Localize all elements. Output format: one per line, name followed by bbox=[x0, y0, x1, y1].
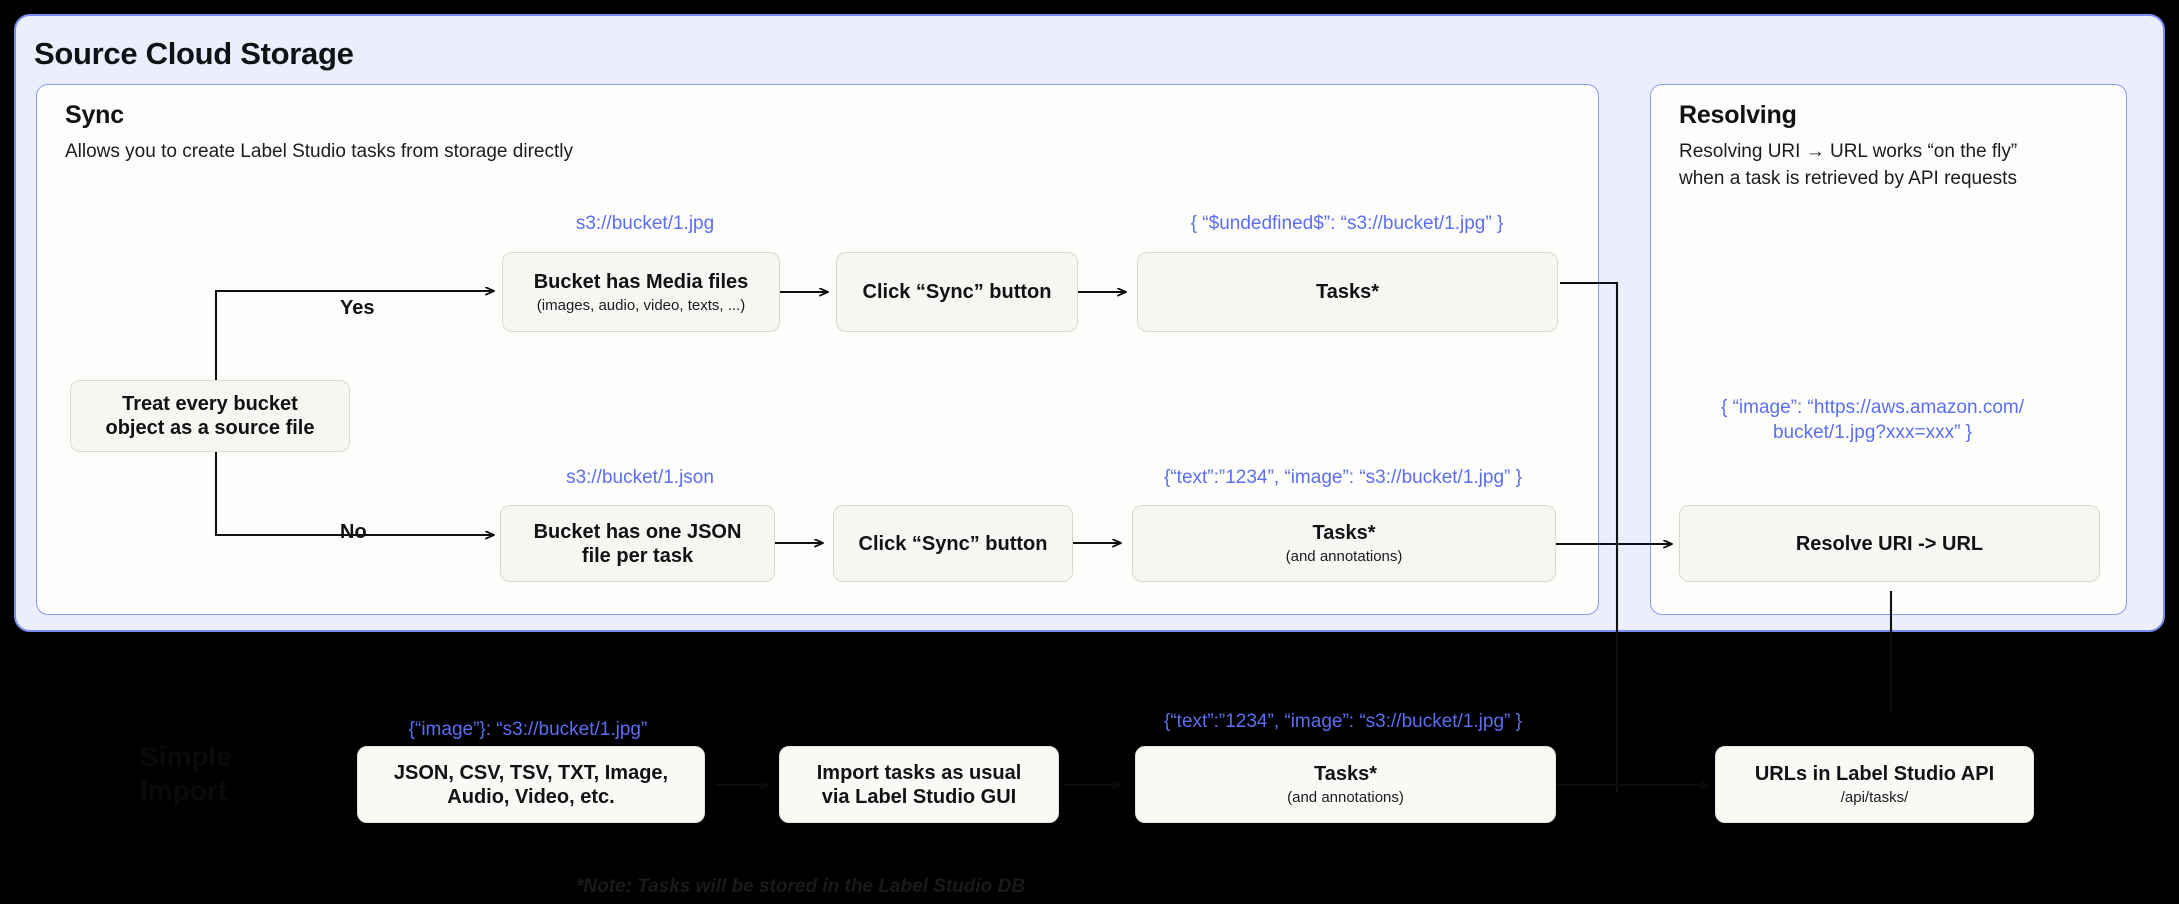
sync-heading: Sync bbox=[65, 101, 124, 129]
box-api-sub: /api/tasks/ bbox=[1840, 789, 1909, 806]
box-bottom-tasks-sub: (and annotations) bbox=[1287, 789, 1404, 806]
box-import-gui-title: Import tasks as usual via Label Studio G… bbox=[816, 761, 1022, 808]
box-file-types-title: JSON, CSV, TSV, TXT, Image, Audio, Video… bbox=[393, 761, 669, 808]
annotation-bottom-tasks-json: {“text”:”1234”, “image”: “s3://bucket/1.… bbox=[1164, 711, 1522, 732]
decision-box-treat-bucket-object[interactable]: Treat every bucket object as a source fi… bbox=[70, 380, 350, 452]
box-bucket-has-media-files[interactable]: Bucket has Media files (images, audio, v… bbox=[502, 252, 780, 332]
sync-subtitle: Allows you to create Label Studio tasks … bbox=[65, 141, 573, 162]
footnote-tasks-storage: *Note: Tasks will be stored in the Label… bbox=[576, 876, 1026, 897]
box-urls-in-label-studio-api[interactable]: URLs in Label Studio API /api/tasks/ bbox=[1715, 746, 2034, 823]
box-resolve-uri-to-url[interactable]: Resolve URI -> URL bbox=[1679, 505, 2100, 582]
box-click-sync-yes-title: Click “Sync” button bbox=[862, 281, 1052, 303]
annotation-s3-jpg-uri: s3://bucket/1.jpg bbox=[575, 213, 715, 234]
box-bottom-tasks-title: Tasks* bbox=[1313, 763, 1377, 785]
annotation-resolved-image-url: { “image”: “https://aws.amazon.com/ buck… bbox=[1720, 397, 2025, 443]
box-tasks-no-title: Tasks* bbox=[1312, 522, 1376, 544]
box-tasks-yes-title: Tasks* bbox=[1315, 281, 1379, 303]
resolving-heading: Resolving bbox=[1679, 101, 1797, 129]
box-bucket-media-title: Bucket has Media files bbox=[533, 270, 749, 293]
annotation-text-image-task-json: {“text”:”1234”, “image”: “s3://bucket/1.… bbox=[1164, 467, 1522, 488]
simple-import-section-label: Simple Import bbox=[140, 741, 232, 807]
box-tasks-no-sub: (and annotations) bbox=[1285, 548, 1403, 565]
box-bucket-has-one-json-file[interactable]: Bucket has one JSON file per task bbox=[500, 505, 775, 582]
edge-label-yes: Yes bbox=[340, 297, 375, 319]
annotation-s3-json-uri: s3://bucket/1.json bbox=[566, 467, 714, 488]
box-bottom-tasks[interactable]: Tasks* (and annotations) bbox=[1135, 746, 1556, 823]
box-resolve-uri-title: Resolve URI -> URL bbox=[1795, 532, 1984, 555]
resolving-subtitle: Resolving URI → URL works “on the fly” w… bbox=[1679, 141, 2018, 189]
box-click-sync-no-title: Click “Sync” button bbox=[858, 532, 1048, 555]
decision-box-label: Treat every bucket object as a source fi… bbox=[105, 393, 315, 439]
box-bucket-media-sub: (images, audio, video, texts, ...) bbox=[536, 296, 746, 314]
box-supported-file-types[interactable]: JSON, CSV, TSV, TXT, Image, Audio, Video… bbox=[357, 746, 705, 823]
box-tasks-no[interactable]: Tasks* (and annotations) bbox=[1132, 505, 1556, 582]
box-import-tasks-via-gui[interactable]: Import tasks as usual via Label Studio G… bbox=[779, 746, 1059, 823]
annotation-undefined-task-json: { “$undedfined$”: “s3://bucket/1.jpg” } bbox=[1190, 213, 1504, 234]
box-tasks-yes[interactable]: Tasks* bbox=[1137, 252, 1558, 332]
box-api-title: URLs in Label Studio API bbox=[1754, 763, 1995, 785]
box-click-sync-button-yes[interactable]: Click “Sync” button bbox=[836, 252, 1078, 332]
box-click-sync-button-no[interactable]: Click “Sync” button bbox=[833, 505, 1073, 582]
page-title: Source Cloud Storage bbox=[34, 36, 354, 71]
annotation-bottom-image-uri: {“image”}: “s3://bucket/1.jpg” bbox=[408, 719, 648, 740]
edge-label-no: No bbox=[340, 521, 367, 543]
box-bucket-json-title: Bucket has one JSON file per task bbox=[533, 520, 742, 567]
